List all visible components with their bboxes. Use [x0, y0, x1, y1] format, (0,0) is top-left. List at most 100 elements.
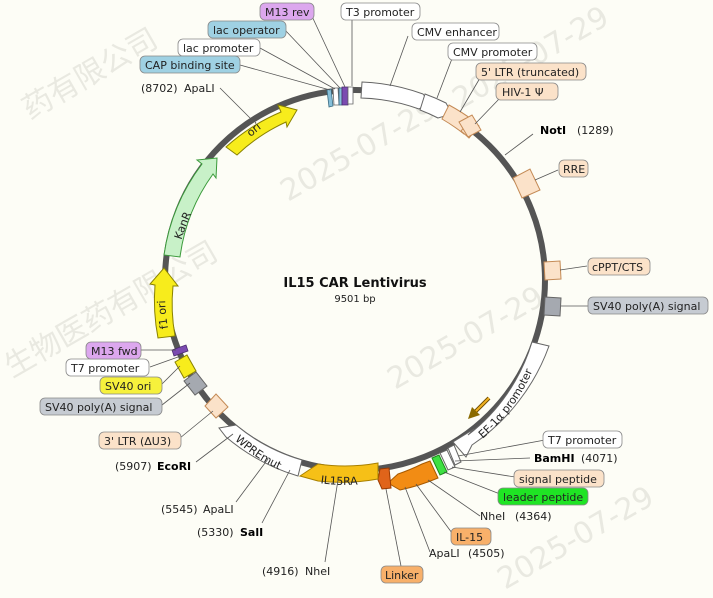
feature-t7-promoter-right[interactable] [447, 444, 462, 466]
feature-sv40-ori[interactable] [174, 354, 197, 379]
svg-text:ApaLI: ApaLI [184, 82, 215, 95]
svg-text:(8702): (8702) [141, 82, 178, 95]
svg-text:RRE: RRE [563, 163, 585, 176]
svg-text:T7 promoter: T7 promoter [70, 362, 140, 375]
label-t7-promoter-right[interactable]: T7 promoter [542, 430, 623, 449]
svg-text:5' LTR (truncated): 5' LTR (truncated) [481, 66, 579, 79]
label-lac-operator[interactable]: lac operator [207, 20, 287, 39]
svg-text:(4505): (4505) [468, 547, 505, 560]
svg-text:(5330): (5330) [197, 526, 234, 539]
arrow-indicator-icon [468, 396, 491, 419]
label-5-ltr[interactable]: 5' LTR (truncated) [475, 62, 587, 81]
svg-text:NheI: NheI [480, 510, 505, 523]
svg-text:HIV-1 Ψ: HIV-1 Ψ [502, 86, 544, 99]
svg-text:(5545): (5545) [161, 503, 198, 516]
label-sv40-ori[interactable]: SV40 ori [99, 376, 163, 395]
svg-text:ApaLI: ApaLI [429, 547, 460, 560]
feature-m13-fwd[interactable] [171, 344, 189, 357]
feature-label-il15ra: IL15RA [320, 473, 358, 488]
feature-sv40-polya-right[interactable] [543, 296, 562, 317]
feature-cppt-cts[interactable] [543, 260, 562, 281]
feature-3-ltr[interactable] [204, 393, 229, 419]
feature-f1-ori[interactable] [149, 267, 180, 339]
svg-text:(4071): (4071) [581, 452, 618, 465]
site-noti[interactable]: NotI (1289) [540, 124, 614, 137]
feature-cmv-enhancer[interactable] [360, 81, 431, 110]
site-apali-8702[interactable]: (8702) ApaLI [141, 82, 215, 95]
plasmid-name: IL15 CAR Lentivirus [283, 276, 426, 291]
svg-text:cPPT/CTS: cPPT/CTS [592, 261, 643, 274]
feature-signal-peptide[interactable] [439, 449, 456, 471]
feature-rre[interactable] [512, 168, 541, 199]
feature-lac-promoter[interactable] [332, 87, 340, 106]
svg-text:NotI: NotI [540, 124, 566, 137]
svg-text:CMV promoter: CMV promoter [453, 46, 533, 59]
label-m13-fwd[interactable]: M13 fwd [85, 341, 142, 360]
label-cmv-enhancer[interactable]: CMV enhancer [411, 22, 500, 41]
svg-text:CAP binding site: CAP binding site [145, 59, 235, 72]
feature-sv40-polya-left[interactable] [183, 371, 208, 396]
feature-kanr[interactable] [163, 157, 218, 258]
svg-text:SalI: SalI [240, 526, 263, 539]
label-cmv-promoter[interactable]: CMV promoter [447, 42, 538, 61]
svg-text:leader peptide: leader peptide [503, 491, 583, 504]
leader-lines [140, 11, 588, 567]
feature-ori[interactable] [225, 104, 298, 156]
svg-text:BamHI: BamHI [534, 452, 575, 465]
svg-text:lac promoter: lac promoter [183, 42, 254, 55]
label-cap-binding-site[interactable]: CAP binding site [139, 55, 241, 74]
feature-hiv-psi-box[interactable] [458, 114, 482, 138]
svg-text:SV40 poly(A) signal: SV40 poly(A) signal [45, 401, 152, 414]
site-bamhi[interactable]: BamHI (4071) [534, 452, 618, 465]
svg-text:M13 fwd: M13 fwd [91, 345, 138, 358]
svg-text:EcoRI: EcoRI [157, 460, 191, 473]
site-apali-4505[interactable]: ApaLI (4505) [429, 547, 505, 560]
site-nhei-4364[interactable]: NheI (4364) [480, 510, 552, 523]
label-t3-promoter[interactable]: T3 promoter [340, 2, 421, 21]
label-signal-peptide[interactable]: signal peptide [513, 469, 605, 488]
svg-text:CMV enhancer: CMV enhancer [417, 26, 497, 39]
label-cppt-cts[interactable]: cPPT/CTS [587, 257, 651, 276]
svg-text:SV40 poly(A) signal: SV40 poly(A) signal [593, 300, 700, 313]
feature-label-f1-ori: f1 ori [155, 300, 171, 330]
label-t7-promoter-left[interactable]: T7 promoter [65, 358, 150, 377]
label-sv40-polya-right[interactable]: SV40 poly(A) signal [587, 296, 709, 315]
label-3-ltr[interactable]: 3' LTR (ΔU3) [98, 431, 182, 450]
label-lac-promoter[interactable]: lac promoter [177, 38, 261, 57]
label-hiv-psi[interactable]: HIV-1 Ψ [495, 82, 559, 101]
site-ecori[interactable]: (5907) EcoRI [115, 460, 191, 473]
feature-cap-binding-site[interactable] [326, 88, 334, 108]
svg-text:SV40 ori: SV40 ori [105, 380, 151, 393]
svg-text:T3 promoter: T3 promoter [345, 6, 415, 19]
site-apali-5545[interactable]: (5545) ApaLI [161, 503, 234, 516]
svg-text:M13 rev: M13 rev [265, 6, 310, 19]
label-leader-peptide[interactable]: leader peptide [497, 487, 589, 506]
svg-text:Linker: Linker [385, 569, 419, 582]
feature-t3-promoter[interactable] [347, 86, 354, 105]
svg-text:signal peptide: signal peptide [519, 473, 597, 486]
svg-text:(5907): (5907) [115, 460, 152, 473]
feature-wpremut[interactable] [218, 424, 303, 477]
feature-lac-operator[interactable] [338, 87, 343, 106]
svg-text:(4364): (4364) [515, 510, 552, 523]
svg-text:3' LTR (ΔU3): 3' LTR (ΔU3) [104, 435, 171, 448]
feature-linker[interactable] [377, 467, 392, 490]
site-nhei-4916[interactable]: (4916) NheI [262, 565, 330, 578]
label-il15[interactable]: IL-15 [450, 527, 492, 546]
feature-il15ra[interactable] [298, 462, 379, 483]
svg-text:(1289): (1289) [577, 124, 614, 137]
label-linker[interactable]: Linker [380, 565, 424, 584]
svg-text:ApaLI: ApaLI [203, 503, 234, 516]
plasmid-size: 9501 bp [334, 294, 375, 305]
feature-m13-rev[interactable] [341, 86, 349, 106]
svg-text:IL-15: IL-15 [456, 531, 483, 544]
feature-ef1a-promoter[interactable] [452, 341, 550, 458]
svg-text:NheI: NheI [305, 565, 330, 578]
site-sali[interactable]: (5330) SalI [197, 526, 263, 539]
label-m13-rev[interactable]: M13 rev [259, 2, 315, 21]
label-sv40-polya-left[interactable]: SV40 poly(A) signal [39, 397, 163, 416]
label-rre[interactable]: RRE [558, 159, 589, 178]
svg-text:T7 promoter: T7 promoter [547, 434, 617, 447]
feature-leader-peptide[interactable] [431, 454, 448, 476]
